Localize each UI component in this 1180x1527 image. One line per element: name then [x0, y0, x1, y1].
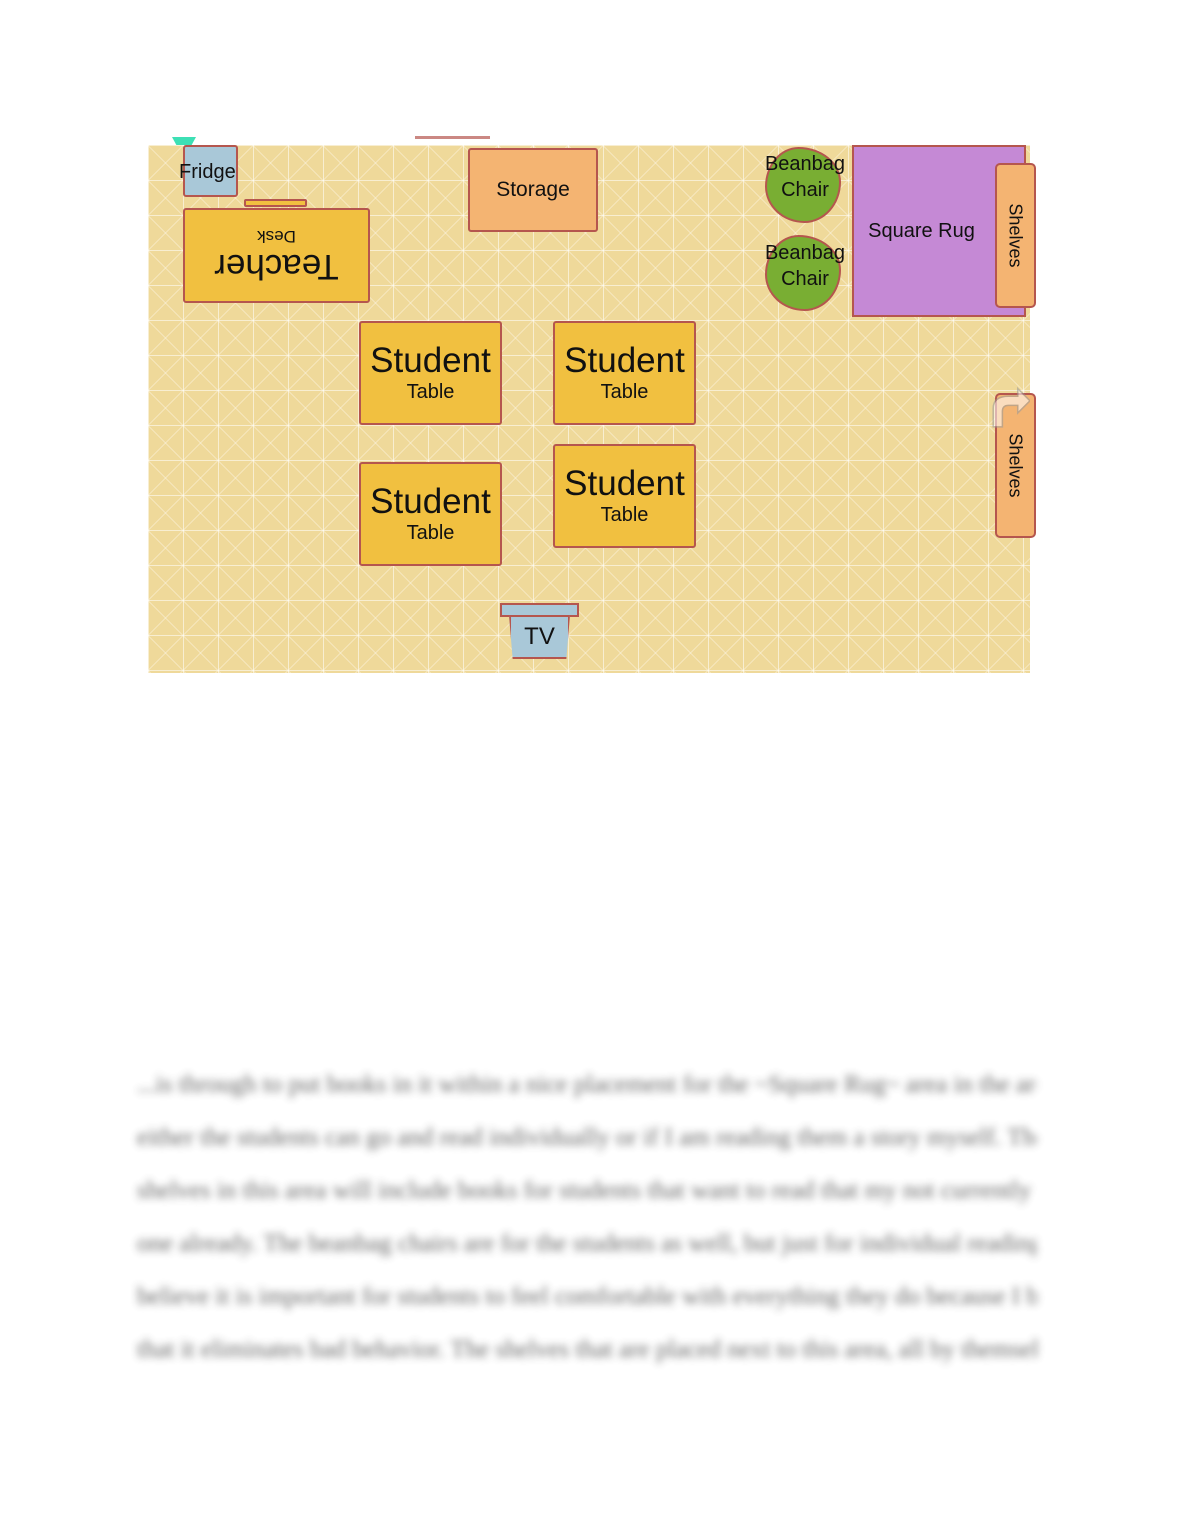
- essay-body-text: ...is through to put books in it within …: [137, 1058, 1037, 1376]
- essay-line: that it eliminates bad behavior. The she…: [137, 1336, 1037, 1363]
- classroom-floor-plan: Fridge Storage Teacher Desk Student Tabl…: [148, 145, 1036, 673]
- shelves[interactable]: Shelves: [995, 163, 1036, 308]
- teacher-desk-chair[interactable]: [244, 199, 307, 207]
- beanbag-chair-label: Beanbag Chair: [762, 151, 848, 203]
- student-table-title: Student: [564, 463, 685, 503]
- student-table-subtitle: Table: [406, 522, 455, 545]
- beanbag-chair[interactable]: [765, 147, 841, 223]
- beanbag-chair-label-line2: Chair: [781, 179, 829, 201]
- student-table-title: Student: [370, 481, 491, 521]
- student-table-subtitle: Table: [600, 504, 649, 527]
- student-table[interactable]: Student Table: [553, 321, 696, 425]
- storage[interactable]: Storage: [468, 148, 598, 232]
- student-table[interactable]: Student Table: [359, 462, 502, 566]
- essay-line: one already. The beanbag chairs are for …: [137, 1230, 1037, 1257]
- tv[interactable]: TV: [509, 615, 570, 659]
- beanbag-chair-label-line1: Beanbag: [764, 242, 846, 264]
- beanbag-chair-label-line1: Beanbag: [764, 153, 846, 175]
- teacher-desk-title: Teacher: [214, 246, 339, 286]
- tv-stand[interactable]: [500, 603, 579, 617]
- shelves[interactable]: Shelves: [995, 393, 1036, 538]
- rotate-icon[interactable]: [984, 375, 1030, 445]
- beanbag-chair[interactable]: [765, 235, 841, 311]
- student-table-subtitle: Table: [406, 381, 455, 404]
- student-table[interactable]: Student Table: [553, 444, 696, 548]
- storage-label: Storage: [496, 177, 570, 201]
- student-table[interactable]: Student Table: [359, 321, 502, 425]
- essay-line: believe it is important for students to …: [137, 1283, 1037, 1310]
- student-table-subtitle: Table: [600, 381, 649, 404]
- beanbag-chair-label: Beanbag Chair: [762, 240, 848, 292]
- square-rug-label: Square Rug: [868, 219, 975, 242]
- fridge[interactable]: [183, 145, 238, 197]
- tv-label: TV: [524, 623, 555, 650]
- teacher-desk[interactable]: Teacher Desk: [183, 208, 370, 303]
- student-table-title: Student: [370, 340, 491, 380]
- teacher-desk-subtitle: Desk: [257, 227, 296, 247]
- shelves-label: Shelves: [1005, 203, 1026, 268]
- essay-line: either the students can go and read indi…: [137, 1124, 1037, 1151]
- plan-edge-mark: [415, 136, 490, 139]
- beanbag-chair-label-line2: Chair: [781, 268, 829, 290]
- essay-line: shelves in this area will include books …: [137, 1177, 1037, 1204]
- essay-line: ...is through to put books in it within …: [137, 1071, 1037, 1098]
- fridge-label: Fridge: [179, 161, 236, 183]
- student-table-title: Student: [564, 340, 685, 380]
